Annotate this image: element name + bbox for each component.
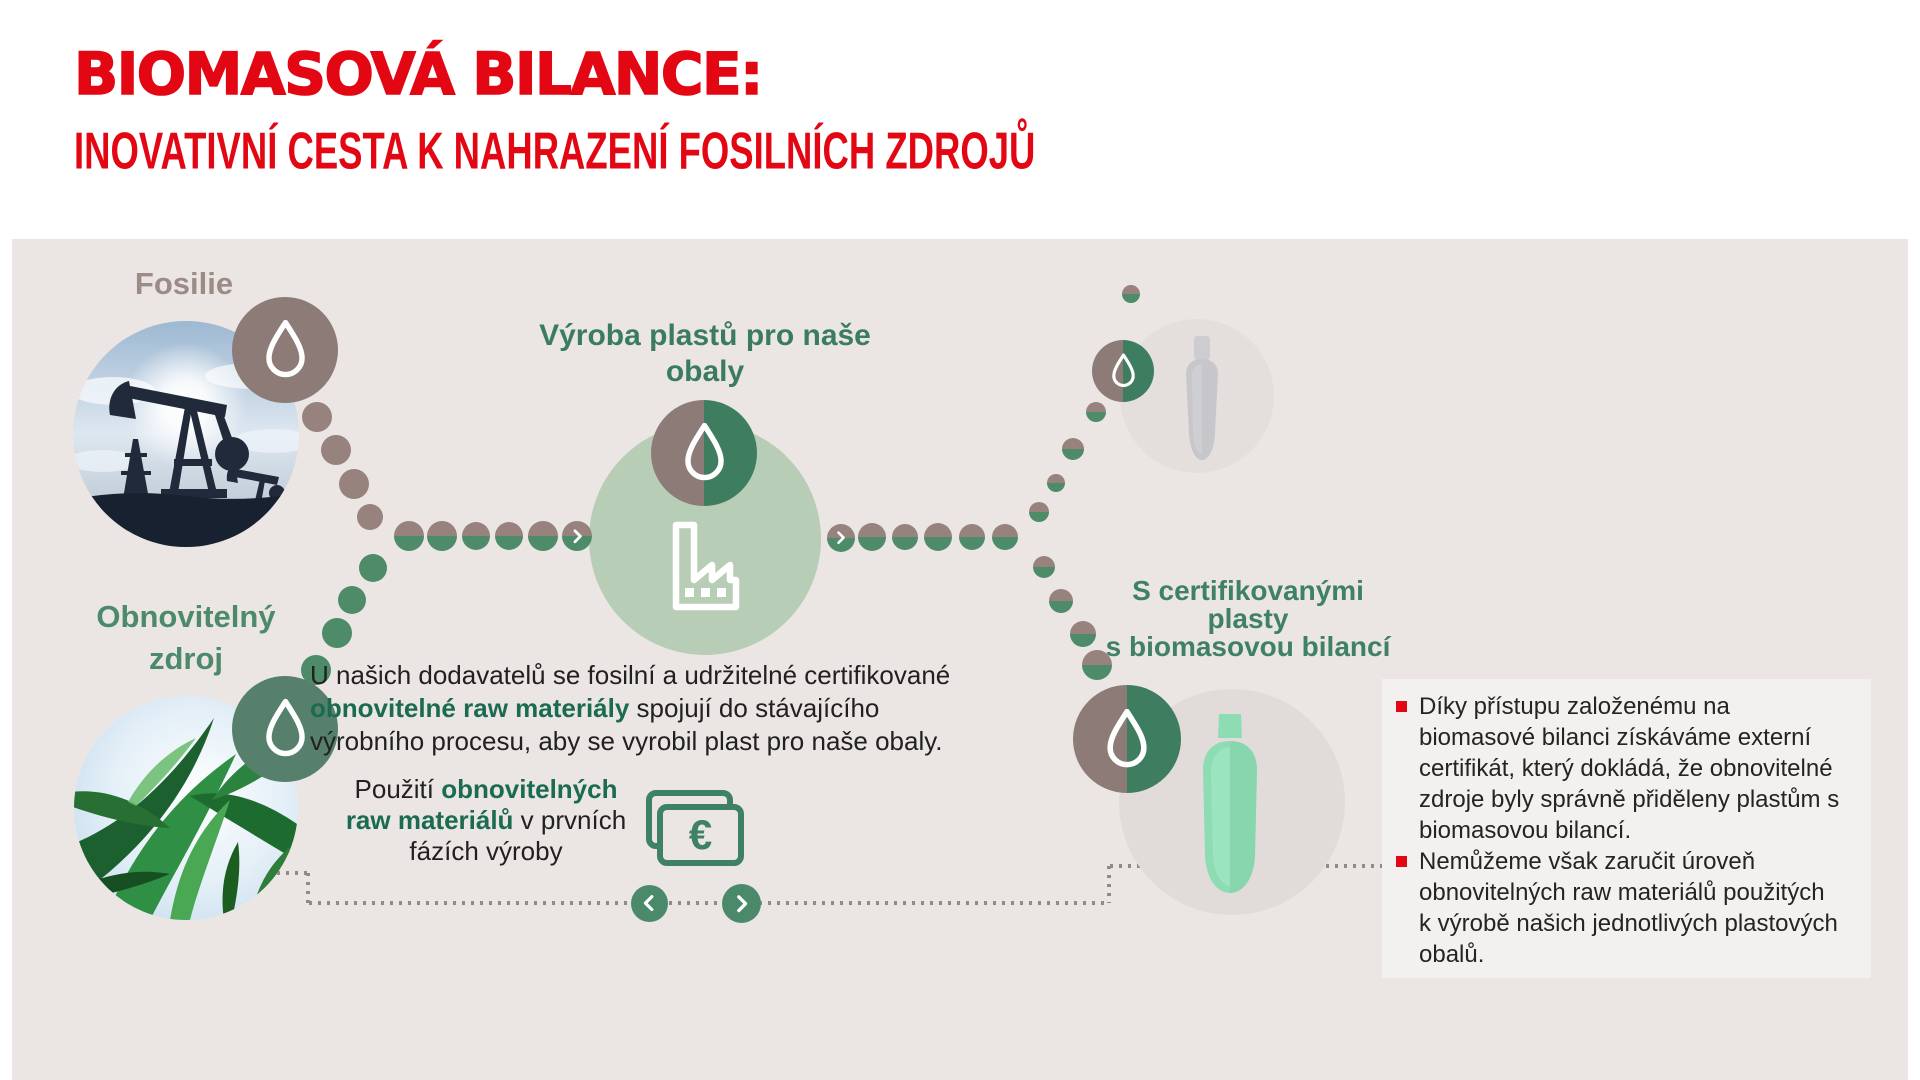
flow-dot (359, 554, 387, 582)
droplet-icon (684, 423, 724, 481)
usage-line3: fázích výroby (409, 836, 563, 866)
euro-symbol: € (689, 811, 712, 858)
flow-dot (1122, 285, 1140, 303)
note-bullet-1: Díky přístupu založenému na biomasové bi… (1394, 691, 1863, 846)
certified-label: S certifikovanými plasty s biomasovou bi… (1095, 577, 1401, 661)
bullet2-line1: Nemůžeme však zaručit úroveň (1419, 848, 1756, 875)
flow-dot (302, 402, 332, 432)
flow-dot (924, 523, 952, 551)
flow-dot (1029, 502, 1049, 522)
dotted-line-segment (277, 871, 311, 875)
droplet-icon (265, 320, 305, 378)
renewable-droplet-badge (232, 676, 338, 782)
flow-dot (892, 524, 918, 550)
chevron-left-button[interactable] (631, 885, 668, 922)
droplet-icon (1107, 708, 1147, 768)
renewable-label-line2: zdroj (148, 641, 224, 676)
flow-dot (357, 504, 383, 530)
production-label: Výroba plastů pro naše obaly (505, 318, 905, 390)
factory-icon (661, 520, 751, 612)
flow-dot (1062, 438, 1084, 460)
flow-dot (1086, 402, 1106, 422)
bullet2-line2: obnovitelných raw materiálů použitých (1419, 879, 1825, 906)
flow-dot (339, 469, 369, 499)
chevron-left-icon (644, 895, 654, 912)
flow-dot (427, 521, 457, 551)
usage-line2-rest: v prvních (513, 805, 627, 835)
flow-dot (959, 524, 985, 550)
mixed-droplet-badge-small (1092, 340, 1154, 402)
process-text: U našich dodavatelů se fosilní a udržite… (310, 659, 950, 758)
dotted-line-segment (1107, 866, 1111, 903)
production-label-line2: obaly (665, 355, 745, 388)
process-line3: výrobního procesu, aby se vyrobil plast … (310, 726, 943, 756)
process-line2-bold: obnovitelné raw materiály (310, 693, 630, 723)
bullet1-line2: biomasové bilanci získáváme externí (1419, 724, 1812, 751)
certified-label-line2: s biomasovou bilancí (1105, 631, 1391, 662)
usage-line2-bold: raw materiálů (345, 805, 514, 835)
flow-arrow-dot (562, 521, 592, 551)
process-line1: U našich dodavatelů se fosilní a udržite… (310, 660, 951, 690)
flow-arrow-dot (827, 524, 855, 552)
flow-dot (1049, 589, 1073, 613)
process-line2-rest: spojují do stávajícího (629, 693, 880, 723)
flow-dot (992, 524, 1018, 550)
mixed-droplet-badge-certified (1073, 685, 1181, 793)
flow-dot (322, 618, 352, 648)
production-label-line1: Výroba plastů pro naše (539, 319, 871, 352)
dotted-line-segment (306, 873, 310, 903)
fossil-droplet-badge (232, 297, 338, 403)
flow-dot (528, 521, 558, 551)
certified-label-line1: S certifikovanými plasty (1132, 575, 1364, 634)
bullet1-line3: certifikát, který dokládá, že obnoviteln… (1419, 755, 1833, 782)
chevron-right-button[interactable] (722, 884, 761, 923)
red-square-bullet-icon (1396, 701, 1407, 712)
usage-line1-bold: obnovitelných (441, 774, 618, 804)
renewable-label-line1: Obnovitelný (96, 599, 276, 634)
bullet1-line1: Díky přístupu založenému na (1419, 693, 1730, 720)
flow-dot (321, 435, 351, 465)
flow-dot (858, 523, 886, 551)
page-subtitle: INOVATIVNÍ CESTA K NAHRAZENÍ FOSILNÍCH Z… (74, 123, 1036, 181)
red-square-bullet-icon (1396, 856, 1407, 867)
gray-bottle (1178, 334, 1226, 464)
mixed-droplet-badge (651, 400, 757, 506)
usage-text: Použití obnovitelných raw materiálů v pr… (258, 774, 714, 867)
fossil-label: Fosilie (134, 266, 234, 301)
usage-line1: Použití (354, 774, 442, 804)
certification-note-panel: Díky přístupu založenému na biomasové bi… (1382, 679, 1871, 978)
bullet1-line5: biomasovou bilancí. (1419, 817, 1632, 844)
flow-dot (394, 521, 424, 551)
chevron-right-icon (736, 895, 748, 912)
flow-dot (338, 586, 366, 614)
bullet2-line4: obalů. (1419, 941, 1485, 968)
dotted-line-segment (309, 901, 1110, 905)
note-bullet-2: Nemůžeme však zaručit úroveň obnovitelný… (1394, 846, 1863, 970)
bullet2-line3: k výrobě našich jednotlivých plastových (1419, 910, 1838, 937)
flow-dot (1082, 650, 1112, 680)
droplet-icon (1111, 353, 1135, 388)
green-bottle (1197, 712, 1263, 899)
euro-banknotes-icon: € (645, 789, 745, 867)
renewable-label: Obnovitelný zdroj (66, 596, 306, 680)
flow-dot (1033, 556, 1055, 578)
page-title: BIOMASOVÁ BILANCE: (73, 39, 764, 109)
flow-dot (462, 522, 490, 550)
bullet1-line4: zdroje byly správně přiděleny plastům s (1419, 786, 1840, 813)
flow-dot (495, 522, 523, 550)
flow-dot (1047, 474, 1065, 492)
flow-dot (1070, 621, 1096, 647)
droplet-icon (265, 699, 305, 757)
